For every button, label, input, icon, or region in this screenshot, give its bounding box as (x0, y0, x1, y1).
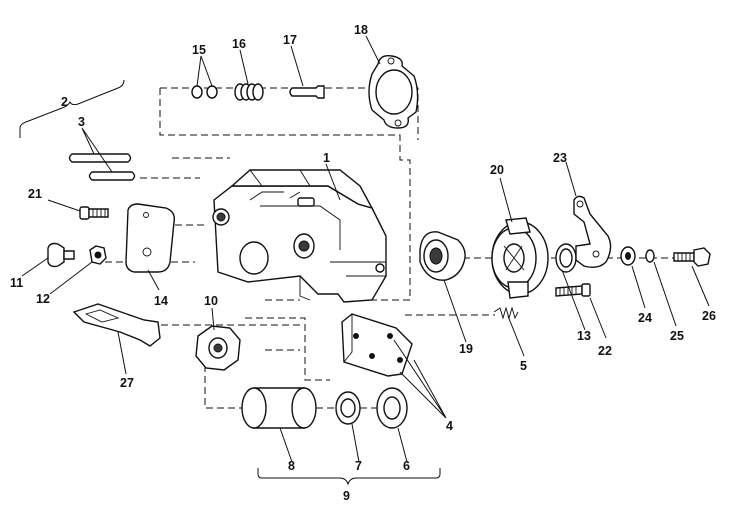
bracket-27 (72, 303, 161, 347)
callout-23: 23 (553, 151, 567, 165)
bolt-26 (673, 247, 711, 267)
callout-26: 26 (702, 309, 716, 323)
washer-24 (620, 246, 636, 266)
callout-1: 1 (323, 151, 330, 165)
bolt-21 (79, 206, 109, 220)
callout-9: 9 (343, 489, 350, 503)
lever-23 (573, 195, 612, 269)
callout-11: 11 (10, 276, 23, 290)
callout-2: 2 (61, 95, 68, 109)
callout-15: 15 (192, 43, 206, 57)
callout-7: 7 (355, 459, 362, 473)
pulley-20 (491, 217, 549, 299)
bolt-22 (555, 283, 591, 297)
callout-13: 13 (577, 329, 591, 343)
seal-6 (376, 387, 408, 429)
callout-10: 10 (204, 294, 218, 308)
plate-4 (341, 313, 413, 377)
callout-3: 3 (78, 115, 85, 129)
callout-24: 24 (638, 311, 652, 325)
bushing-8 (241, 387, 317, 429)
callout-22: 22 (598, 344, 612, 358)
callout-27: 27 (120, 376, 134, 390)
nut-12 (89, 245, 107, 265)
screw-11 (47, 242, 75, 268)
ring-13-area (555, 243, 577, 273)
nut-10 (195, 325, 241, 371)
callout-21: 21 (28, 187, 42, 201)
callout-16: 16 (232, 37, 246, 51)
callout-labels: 1 2 3 4 5 6 7 8 9 10 11 12 13 14 15 16 1… (10, 23, 716, 503)
plate-14 (125, 203, 176, 273)
pins-3 (68, 153, 136, 181)
main-body-1 (212, 169, 387, 303)
bracket-9 (257, 468, 441, 486)
washer-25 (645, 249, 655, 263)
callout-4: 4 (446, 419, 453, 433)
callout-18: 18 (354, 23, 368, 37)
gasket-18 (368, 54, 419, 129)
spring-5 (493, 306, 519, 320)
spring-16 (234, 83, 264, 101)
bracket-2 (19, 79, 125, 138)
callout-17: 17 (283, 33, 297, 47)
housing-19 (419, 231, 466, 281)
plunger-17 (289, 85, 325, 99)
callout-5: 5 (520, 359, 527, 373)
leader-lines (21, 35, 710, 463)
washer-7 (335, 391, 361, 425)
callout-19: 19 (459, 342, 473, 356)
assembly-lines (105, 87, 690, 409)
callout-6: 6 (403, 459, 410, 473)
callout-12: 12 (36, 292, 50, 306)
callout-14: 14 (154, 294, 168, 308)
callout-20: 20 (490, 163, 504, 177)
callout-8: 8 (288, 459, 295, 473)
callout-25: 25 (670, 329, 684, 343)
